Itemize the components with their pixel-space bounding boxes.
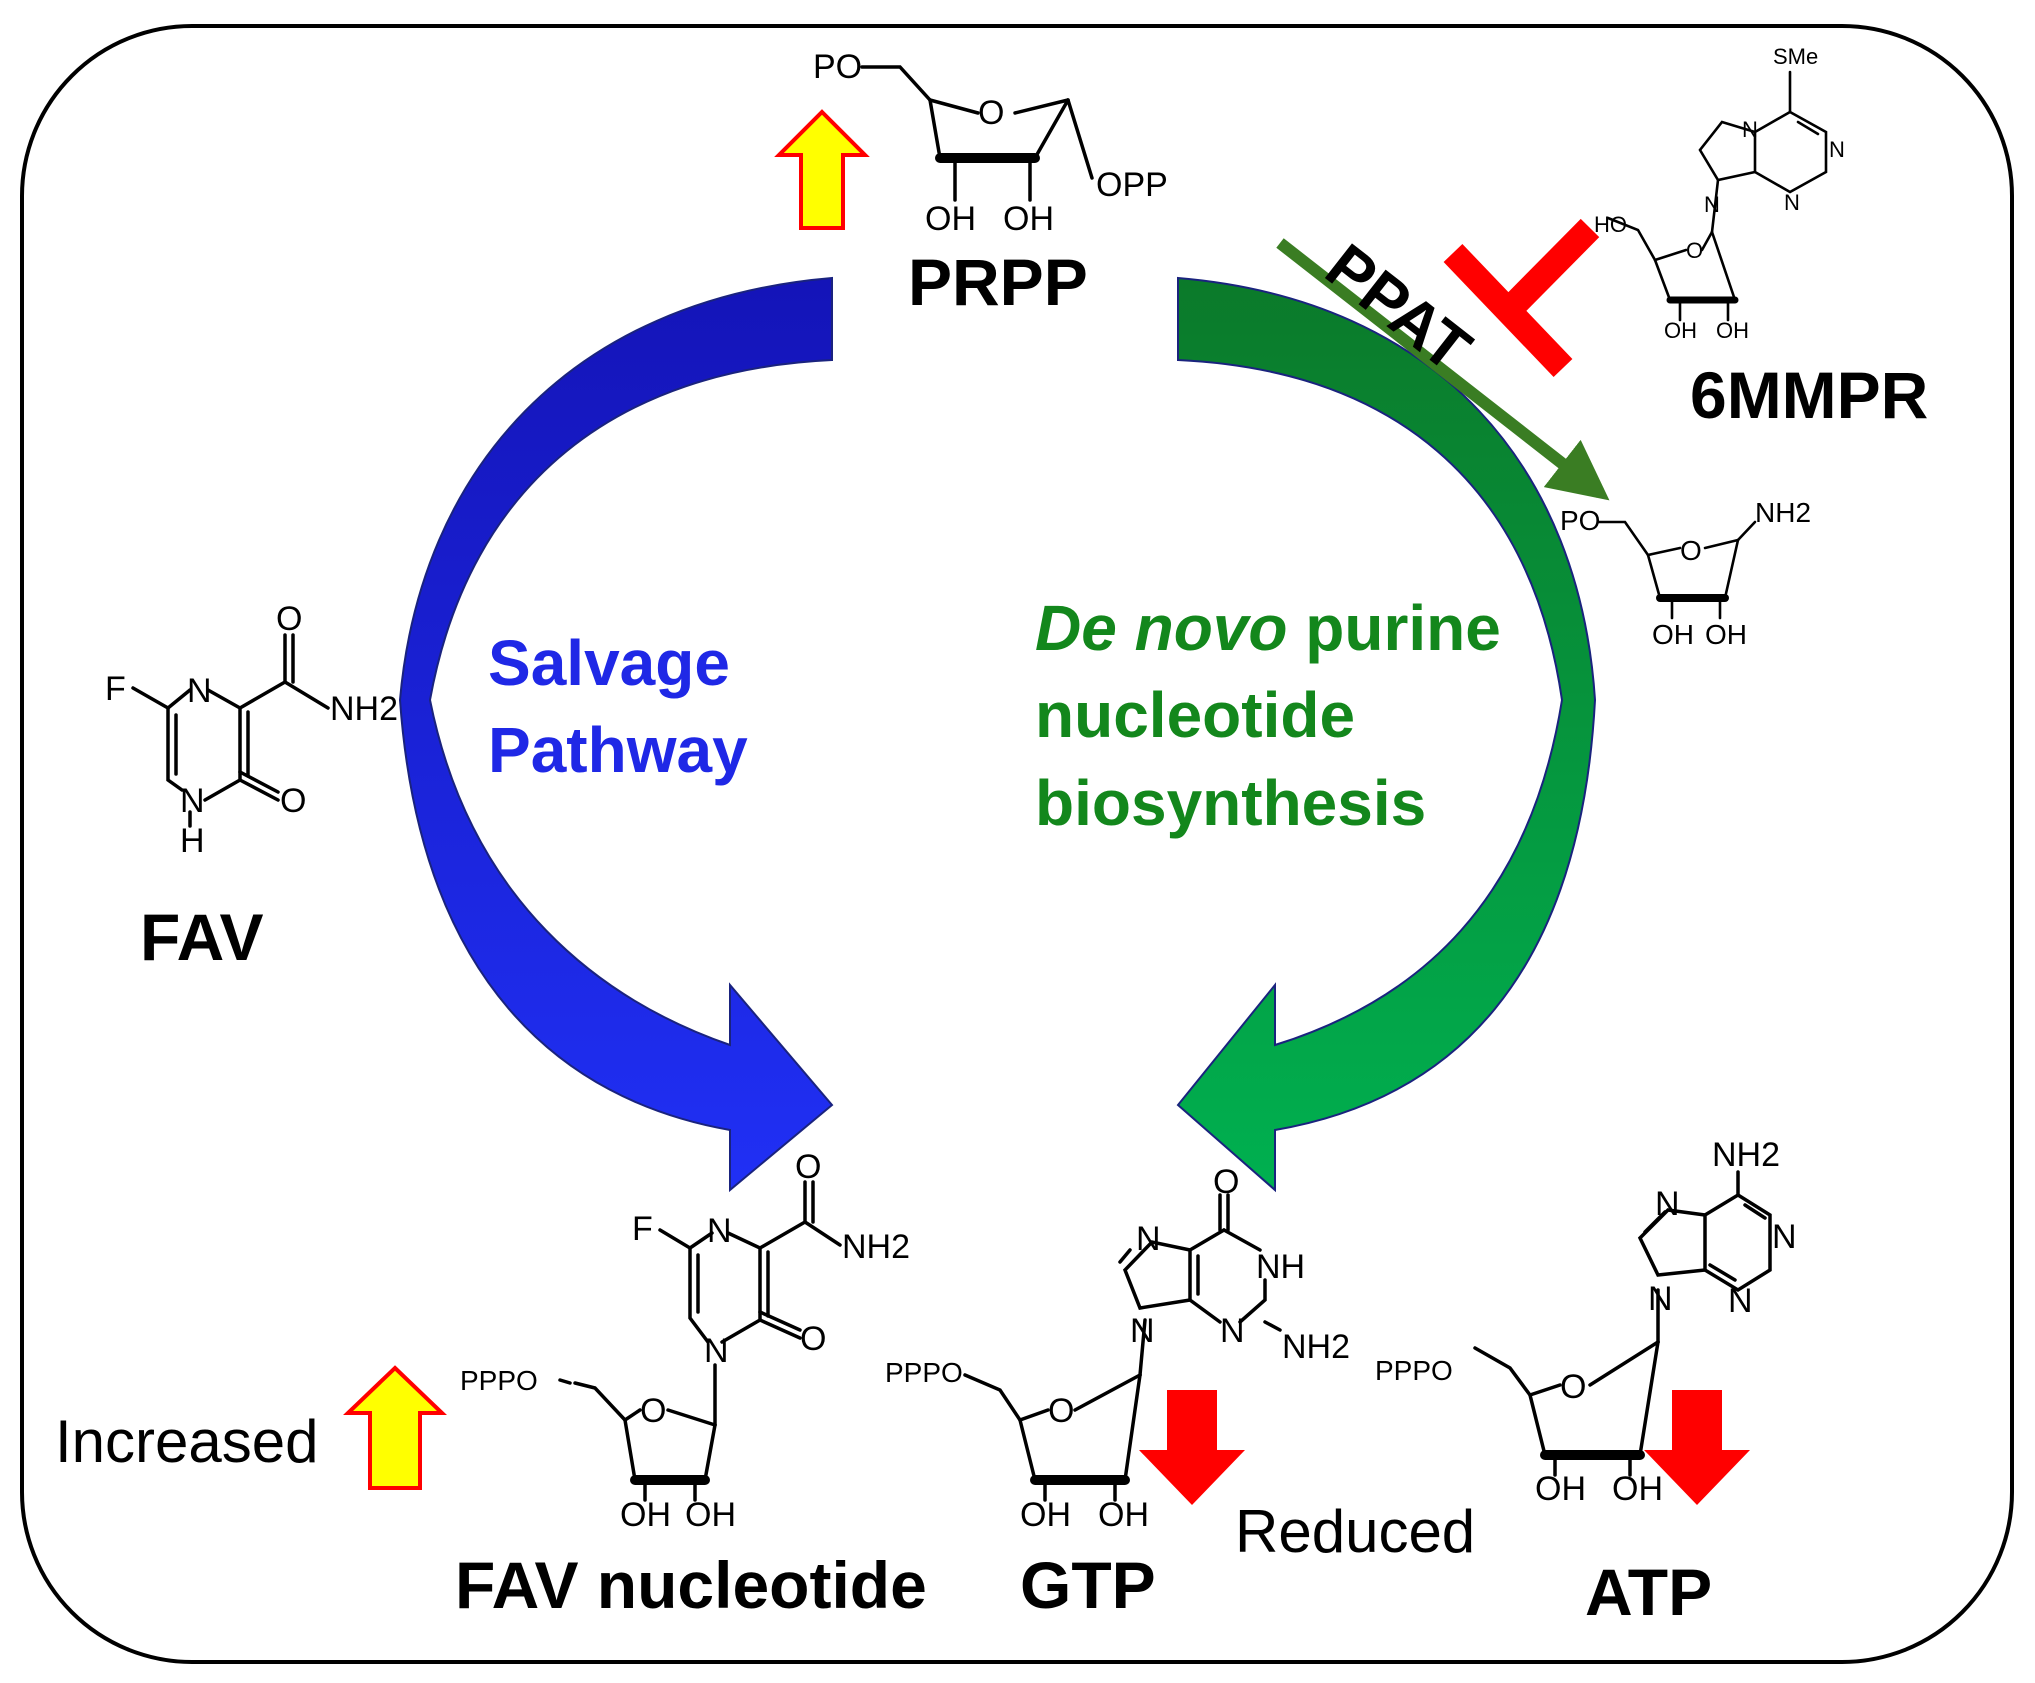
salvage-pathway-label-line1: Salvage [488,627,730,699]
prpp-opp-label: OPP [1096,166,1168,204]
diagram-frame [20,24,2014,1664]
prpp-increase-arrow [774,109,870,230]
de-novo-pathway-arrow [1176,276,1597,1193]
atp-n1: N [1772,1218,1797,1256]
fav-nh2-label: NH2 [330,690,398,728]
favn-oh-right: OH [685,1496,736,1534]
mmpr-n7: N [1742,117,1758,142]
favn-sugar-oxygen: O [640,1392,666,1430]
mmpr-name: 6MMPR [1690,358,1928,432]
fav-name: FAV [140,900,263,974]
fav-amide-oxygen: O [276,600,302,638]
favn-fluorine: F [632,1210,653,1248]
atp-nh2-label: NH2 [1712,1136,1780,1174]
favn-ring-nitrogen: N [707,1212,732,1250]
de-novo-label-line1: De novo purine [1035,592,1501,664]
fav-fluorine: F [105,670,126,708]
fav-nucleotide-increase-arrow [343,1365,447,1490]
pra-ring-oxygen: O [1680,535,1702,566]
fav-ring-nitrogen: N [187,672,212,710]
increased-label: Increased [55,1408,319,1475]
fav-keto-oxygen: O [280,782,306,820]
gtp-n3: N [1220,1312,1245,1350]
gtp-oh-left: OH [1020,1496,1071,1534]
gtp-n7: N [1136,1220,1161,1258]
gtp-carbonyl-oxygen: O [1213,1163,1239,1201]
fav-nucleotide-molecule: F N O NH2 O N PPPO O OH OH FAV nucleotid… [455,1148,927,1622]
fav-molecule: F N O NH2 O N H FAV [105,600,398,974]
gtp-molecule: O NH N N N NH2 PPPO O OH OH GTP [885,1163,1350,1622]
pra-molecule: PO O NH2 OH OH [1560,497,1811,650]
pra-oh-left: OH [1652,619,1694,650]
ppat-inhibition-symbol [1443,218,1600,377]
mmpr-n3: N [1784,190,1800,215]
gtp-n9: N [1130,1312,1155,1350]
atp-n3: N [1728,1282,1753,1320]
gtp-oh-right: OH [1098,1496,1149,1534]
de-novo-label-line3: biosynthesis [1035,767,1426,839]
de-novo-italic: De novo [1035,592,1287,664]
atp-name: ATP [1585,1555,1712,1629]
de-novo-label-line2: nucleotide [1035,679,1355,751]
fav-nucleotide-name: FAV nucleotide [455,1548,927,1622]
prpp-molecule: PO O OPP OH OH PRPP [813,48,1168,319]
atp-pppo-label: PPPO [1375,1355,1453,1386]
favn-nh2-label: NH2 [842,1228,910,1266]
prpp-oh-left: OH [925,200,976,238]
pra-po-label: PO [1560,505,1600,536]
favn-amide-oxygen: O [795,1148,821,1186]
mmpr-oh-left: OH [1664,318,1697,343]
gtp-sugar-oxygen: O [1048,1392,1074,1430]
atp-oh-right: OH [1612,1470,1663,1508]
fav-nh-hydrogen: H [180,822,205,860]
reduced-label: Reduced [1235,1498,1475,1565]
favn-pppo-label: PPPO [460,1365,538,1396]
prpp-ring-oxygen: O [978,94,1004,132]
pra-nh2-label: NH2 [1755,497,1811,528]
atp-decrease-arrow [1644,1390,1750,1505]
fav-nh-nitrogen: N [180,782,205,820]
favn-keto-oxygen: O [800,1320,826,1358]
gtp-name: GTP [1020,1548,1156,1622]
gtp-nh-label: NH [1256,1248,1305,1286]
mmpr-n1: N [1829,137,1845,162]
gtp-nh2-label: NH2 [1282,1328,1350,1366]
atp-sugar-oxygen: O [1560,1368,1586,1406]
favn-n1-nitrogen: N [704,1332,729,1370]
prpp-name: PRPP [908,245,1088,319]
mmpr-ho-label: HO [1594,212,1627,237]
ppat-reaction-arrow [1276,238,1610,501]
atp-oh-left: OH [1535,1470,1586,1508]
atp-molecule: NH2 N N N N PPPO O OH OH ATP [1375,1136,1797,1629]
mmpr-ring-oxygen: O [1686,238,1703,263]
favn-oh-left: OH [620,1496,671,1534]
gtp-decrease-arrow [1139,1390,1245,1505]
salvage-pathway-label-line2: Pathway [488,714,748,786]
mmpr-oh-right: OH [1716,318,1749,343]
gtp-pppo-label: PPPO [885,1357,963,1388]
de-novo-rest: purine [1287,592,1500,664]
prpp-oh-right: OH [1003,200,1054,238]
atp-n9: N [1648,1280,1673,1318]
mmpr-n9: N [1704,192,1720,217]
mmpr-sme-label: SMe [1773,44,1818,69]
pra-oh-right: OH [1705,619,1747,650]
mmpr-molecule: SMe N N N N HO O OH OH 6MMPR [1594,44,1928,432]
atp-n7: N [1655,1185,1680,1223]
salvage-pathway-arrow [398,276,834,1193]
prpp-po-label: PO [813,48,862,86]
